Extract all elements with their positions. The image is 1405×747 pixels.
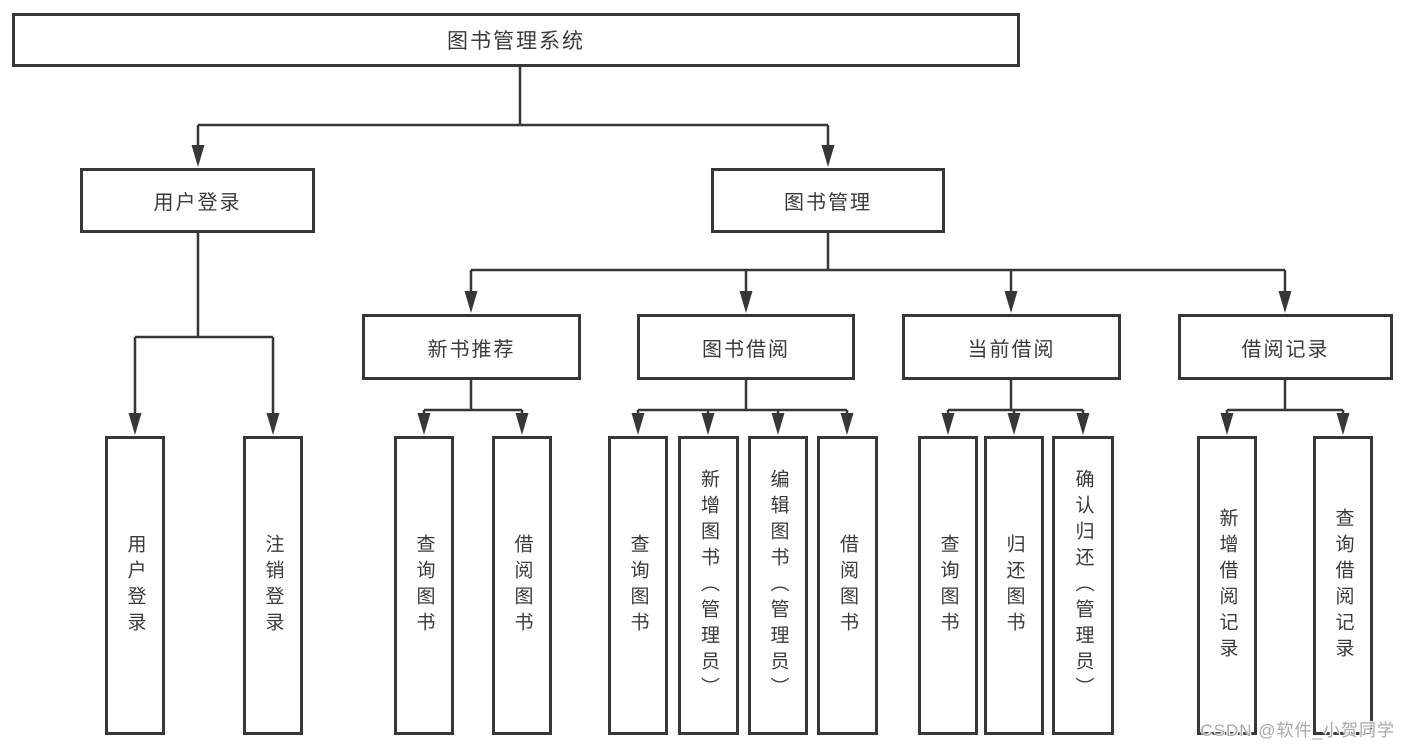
leaf-edit-books-admin: 编辑图书（管理员） — [748, 436, 808, 735]
leaf-confirm-return-admin: 确认归还（管理员） — [1052, 436, 1114, 735]
leaf-query-borrow-record: 查询借阅记录 — [1313, 436, 1373, 735]
leaf-logout-login: 注销登录 — [243, 436, 303, 735]
leaf-return-books: 归还图书 — [984, 436, 1044, 735]
node-label: 新增借阅记录 — [1216, 507, 1238, 664]
node-label: 图书管理 — [784, 192, 872, 214]
node-label: 用户登录 — [124, 533, 146, 638]
node-user-login: 用户登录 — [80, 168, 315, 233]
node-borrowing-records: 借阅记录 — [1178, 314, 1393, 380]
leaf-query-books-current: 查询图书 — [918, 436, 978, 735]
node-library-system: 图书管理系统 — [12, 13, 1020, 67]
node-current-borrowing: 当前借阅 — [902, 314, 1121, 380]
node-label: 归还图书 — [1003, 533, 1025, 638]
node-label: 新增图书（管理员） — [698, 468, 719, 703]
leaf-add-books-admin: 新增图书（管理员） — [678, 436, 739, 735]
watermark: CSDN @软件_小贺同学 — [1200, 721, 1395, 740]
node-new-book-recommendation: 新书推荐 — [362, 314, 581, 380]
node-label: 新书推荐 — [427, 338, 516, 361]
leaf-query-books-borrowing: 查询图书 — [608, 436, 668, 735]
node-label: 查询图书 — [413, 533, 435, 638]
leaf-query-books-recommend: 查询图书 — [394, 436, 454, 735]
node-label: 图书管理系统 — [447, 30, 585, 53]
node-label: 当前借阅 — [967, 338, 1056, 361]
node-label: 查询图书 — [937, 533, 959, 638]
node-label: 查询借阅记录 — [1332, 507, 1354, 664]
node-label: 借阅图书 — [511, 533, 533, 638]
leaf-borrow-books-borrowing: 借阅图书 — [817, 436, 878, 735]
node-label: 编辑图书（管理员） — [767, 468, 789, 703]
node-label: 查询图书 — [627, 533, 649, 638]
node-label: 借阅图书 — [837, 533, 858, 638]
leaf-borrow-books-recommend: 借阅图书 — [492, 436, 552, 735]
node-book-borrowing: 图书借阅 — [637, 314, 855, 380]
leaf-user-login: 用户登录 — [105, 436, 165, 735]
node-label: 图书借阅 — [702, 338, 790, 361]
node-book-management: 图书管理 — [711, 168, 945, 233]
node-label: 借阅记录 — [1241, 338, 1330, 361]
node-label: 确认归还（管理员） — [1072, 468, 1094, 703]
node-label: 用户登录 — [153, 192, 242, 214]
arrowheads — [128, 145, 1350, 435]
leaf-add-borrow-record: 新增借阅记录 — [1197, 436, 1257, 735]
node-label: 注销登录 — [262, 533, 284, 638]
